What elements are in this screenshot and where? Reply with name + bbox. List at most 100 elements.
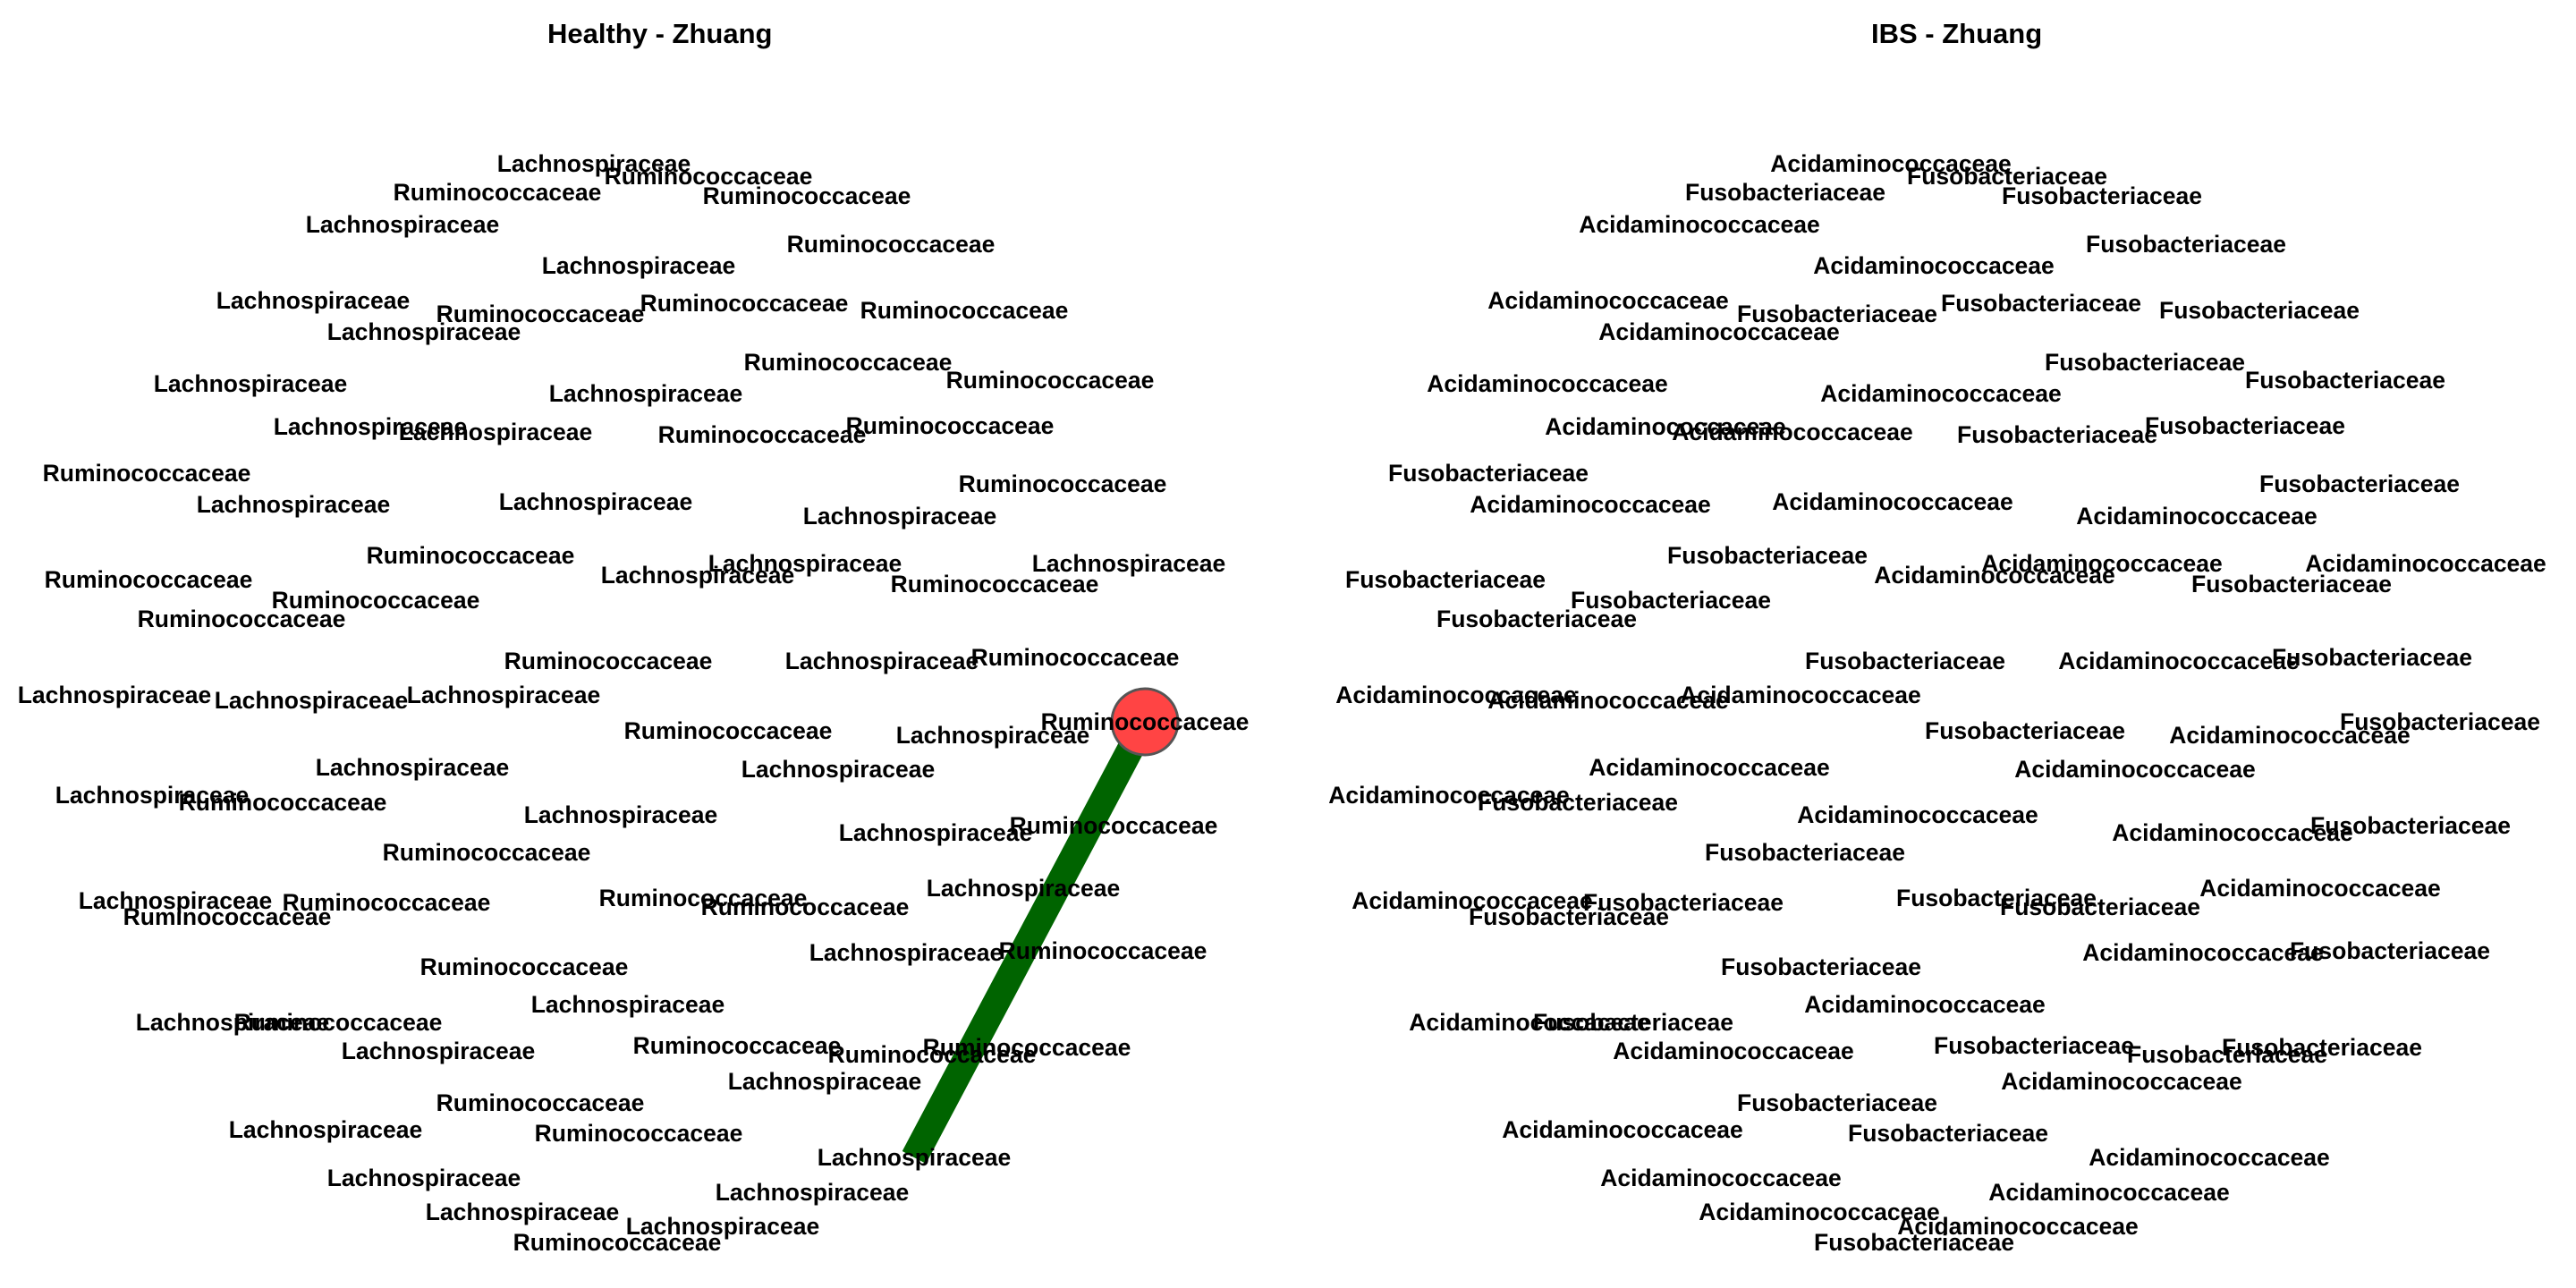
node-label: Acidaminococcaceae [2014,756,2256,783]
node-label: Ruminococcaceae [633,1032,842,1059]
node-label: Fusobacteriaceae [1896,885,2097,911]
node-label: Fusobacteriaceae [1941,290,2141,317]
node-label: Acidaminococcaceae [1335,682,1577,708]
node-label: Acidaminococcaceae [1813,252,2055,279]
node-label: Ruminococcaceae [1010,812,1218,839]
node-label: Acidaminococcaceae [1680,682,1921,708]
node-label: Fusobacteriaceae [2145,412,2345,439]
node-label: Fusobacteriaceae [1848,1120,2048,1147]
node-label: Lachnospiraceae [839,819,1033,846]
node-label: Fusobacteriaceae [1907,163,2107,190]
node-label: Fusobacteriaceae [2045,349,2245,376]
node-label: Ruminococcaceae [891,571,1099,597]
node-label: Lachnospiraceae [327,1165,521,1191]
node-label: Lachnospiraceae [342,1038,536,1064]
node-label: Lachnospiraceae [407,682,601,708]
healthy-network-graph: LachnospiraceaeRuminococcaceaeRuminococc… [18,150,1250,1256]
node-label: Lachnospiraceae [728,1068,922,1095]
node-label: Acidaminococcaceae [1589,754,1830,781]
node-label: Lachnospiraceae [531,991,725,1018]
node-label: Ruminococcaceae [283,889,491,916]
node-label: Acidaminococcaceae [2199,875,2441,902]
node-label: Fusobacteriaceae [1705,839,1905,866]
node-label: Lachnospiraceae [809,939,1004,966]
node-label: Acidaminococcaceae [1470,491,1711,518]
node-label: Ruminococcaceae [45,566,253,593]
node-label: Lachnospiraceae [818,1144,1012,1171]
node-label: Ruminococcaceae [828,1041,1037,1068]
node-label: Fusobacteriaceae [1345,566,1546,593]
node-label: Ruminococcaceae [43,460,251,487]
node-label: Lachnospiraceae [327,318,521,345]
node-label: Acidaminococcaceae [2169,722,2411,749]
node-label: Fusobacteriaceae [2191,571,2392,597]
node-label: Ruminococcaceae [504,648,713,674]
node-label: Ruminococcaceae [860,297,1069,324]
node-label: Lachnospiraceae [601,562,795,589]
node-label: Lachnospiraceae [1032,550,1226,577]
node-label: Fusobacteriaceae [2127,1041,2327,1068]
node-label: Lachnospiraceae [55,782,250,809]
node-label: Lachnospiraceae [229,1116,423,1143]
node-label: Acidaminococcaceae [1699,1199,1940,1225]
node-label: Lachnospiraceae [716,1179,910,1206]
healthy-panel-title: Healthy - Zhuang [547,18,773,49]
node-label: Fusobacteriaceae [1805,648,2005,674]
node-label: Ruminococcaceae [436,301,645,327]
node-label: Lachnospiraceae [216,287,411,314]
node-label: Fusobacteriaceae [1934,1032,2134,1059]
node-label: Lachnospiraceae [79,887,273,914]
node-label: Fusobacteriaceae [2159,297,2360,324]
node-label: Lachnospiraceae [803,503,997,530]
node-label: Fusobacteriaceae [1957,421,2157,448]
node-label: Ruminococcaceae [394,179,602,206]
node-label: Ruminococcaceae [535,1120,743,1147]
node-label: Ruminococcaceae [367,542,575,569]
node-label: Lachnospiraceae [18,682,212,708]
node-label: Fusobacteriaceae [2290,937,2490,964]
node-label: Lachnospiraceae [499,488,693,515]
node-label: Acidaminococcaceae [1598,318,1840,345]
node-label: Acidaminococcaceae [1981,550,2223,577]
node-label: Acidaminococcaceae [1897,1213,2139,1240]
node-label: Fusobacteriaceae [1737,1089,1937,1116]
node-label: Ruminococcaceae [971,644,1180,671]
node-label: Ruminococcaceae [787,231,996,258]
node-label: Ruminococcaceae [1041,708,1250,735]
node-label: Fusobacteriaceae [1814,1229,2014,1256]
node-label: Ruminococcaceae [923,1034,1131,1061]
node-label: Acidaminococcaceae [1502,1116,1743,1143]
node-label: Acidaminococcaceae [1352,887,1593,914]
node-label: Lachnospiraceae [524,801,718,828]
node-label: Acidaminococcaceae [1804,991,2046,1018]
node-label: Lachnospiraceae [549,380,743,407]
node-label: Acidaminococcaceae [1579,211,1820,238]
node-label: Lachnospiraceae [316,754,510,781]
node-label: Ruminococcaceae [959,470,1167,497]
node-label: Fusobacteriaceae [1469,903,1669,930]
node-label: Ruminococcaceae [658,421,867,448]
node-label: Lachnospiraceae [274,413,468,440]
node-label: Ruminococcaceae [701,894,910,920]
node-label: Acidaminococcaceae [1672,419,1913,445]
node-label: Acidaminococcaceae [1487,687,1729,714]
node-label: Lachnospiraceae [626,1213,820,1240]
node-label: Fusobacteriaceae [1436,606,1637,632]
node-label: Ruminococcaceae [640,290,849,317]
node-label: Fusobacteriaceae [1737,301,1937,327]
node-label: Ruminococcaceae [383,839,591,866]
node-label: Ruminococcaceae [946,367,1155,394]
node-label: Ruminococcaceae [744,349,953,376]
node-label: Acidaminococcaceae [1988,1179,2230,1206]
node-label: Fusobacteriaceae [2259,470,2460,497]
node-label: Lachnospiraceae [708,550,902,577]
node-label: Fusobacteriaceae [1583,889,1784,916]
node-label: Fusobacteriaceae [2272,644,2472,671]
node-label: Ruminococcaceae [999,937,1208,964]
node-label: Fusobacteriaceae [1571,587,1771,614]
node-label: Acidaminococcaceae [1487,287,1729,314]
node-label: Acidaminococcaceae [2305,550,2546,577]
node-label: Lachnospiraceae [497,150,691,177]
